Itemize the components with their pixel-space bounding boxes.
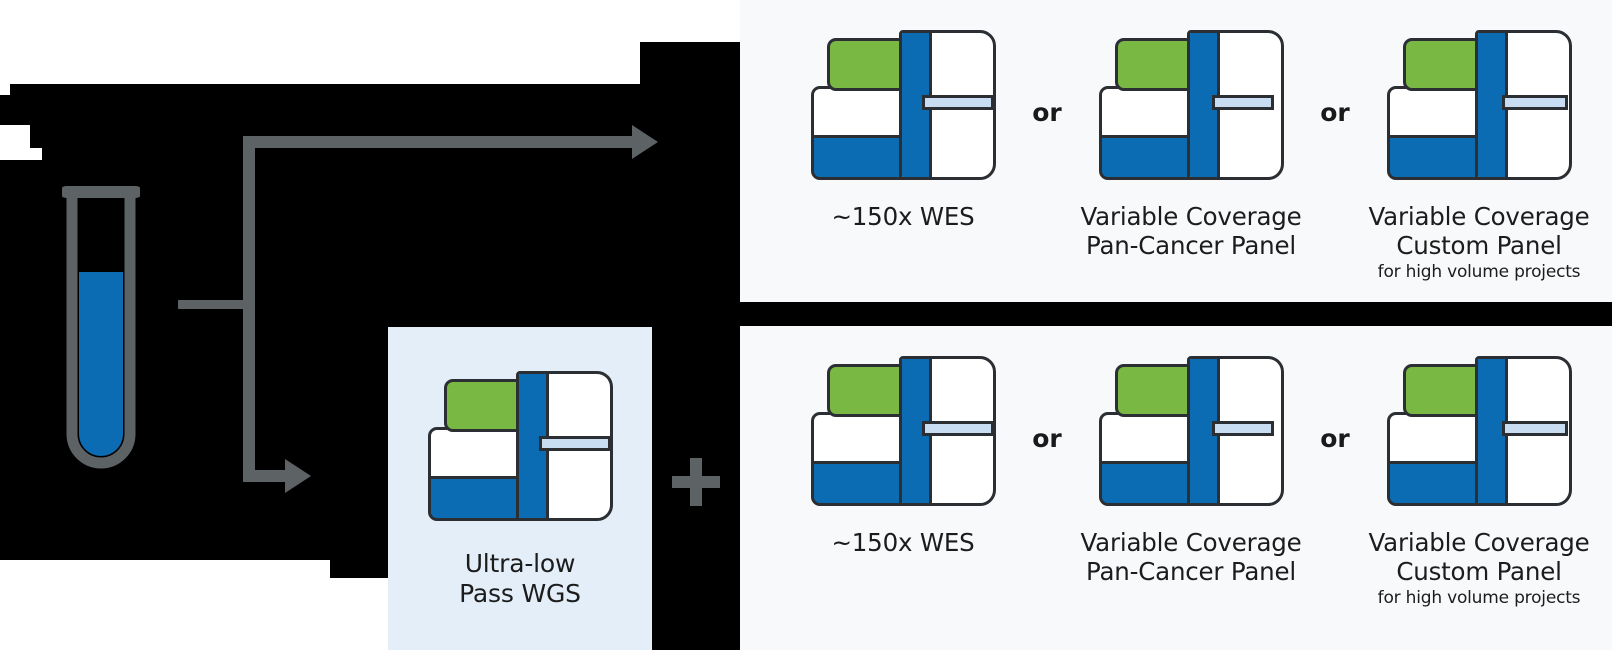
option-label: ~150x WES (831, 202, 974, 231)
sequencing-panel-icon (810, 30, 996, 180)
option-label: Variable Coverage Custom Panel for high … (1369, 202, 1590, 283)
option-label: Variable Coverage Pan-Cancer Panel (1081, 528, 1302, 587)
sequencing-panel-icon (1386, 30, 1572, 180)
arrow-right-icon (632, 125, 658, 159)
option-label-line2: Custom Panel (1396, 557, 1562, 587)
wgs-label-line1: Ultra-low (464, 549, 576, 578)
option-custom-bottom[interactable]: Variable Coverage Custom Panel for high … (1364, 356, 1594, 609)
option-wes-top[interactable]: ~150x WES (788, 30, 1018, 231)
sequencing-panel-icon (810, 356, 996, 506)
option-sublabel: for high volume projects (1377, 261, 1581, 282)
option-label-line2: Custom Panel (1396, 231, 1562, 261)
test-tube-icon (60, 182, 142, 480)
plus-icon (672, 458, 720, 506)
option-custom-top[interactable]: Variable Coverage Custom Panel for high … (1364, 30, 1594, 283)
sequencing-panel-icon (1098, 30, 1284, 180)
option-label: ~150x WES (831, 528, 974, 557)
option-label-line2: Pan-Cancer Panel (1085, 231, 1296, 261)
workflow-group (0, 0, 760, 650)
bottom-panel: ~150x WES or Variable Coverage Pan-Cance… (740, 326, 1612, 650)
connector-top-horizontal (243, 136, 638, 148)
wgs-label-line2: Pass WGS (459, 579, 581, 608)
option-wes-bottom[interactable]: ~150x WES (788, 356, 1018, 557)
option-pancancer-bottom[interactable]: Variable Coverage Pan-Cancer Panel (1076, 356, 1306, 587)
backdrop-mask (740, 300, 1612, 326)
option-pancancer-top[interactable]: Variable Coverage Pan-Cancer Panel (1076, 30, 1306, 261)
option-sublabel: for high volume projects (1377, 587, 1581, 608)
sequencing-panel-icon (1098, 356, 1284, 506)
option-label-line1: Variable Coverage (1080, 528, 1302, 557)
or-separator: or (1320, 424, 1350, 453)
option-label: Variable Coverage Pan-Cancer Panel (1081, 202, 1302, 261)
option-label-line1: Variable Coverage (1080, 202, 1302, 231)
wgs-card-label: Ultra-low Pass WGS (459, 549, 581, 609)
backdrop-mask (42, 143, 702, 165)
option-label-line2: Pan-Cancer Panel (1085, 557, 1296, 587)
sequencing-panel-icon (1386, 356, 1572, 506)
top-panel: ~150x WES or Variable Coverage Pan-Cance… (740, 0, 1612, 302)
connector-bottom-horizontal (243, 470, 291, 482)
or-separator: or (1032, 98, 1062, 127)
or-separator: or (1032, 424, 1062, 453)
backdrop-mask (696, 42, 740, 312)
or-separator: or (1320, 98, 1350, 127)
option-label-line1: ~150x WES (831, 202, 975, 231)
sequencing-panel-icon (427, 371, 613, 521)
option-label-line1: ~150x WES (831, 528, 975, 557)
arrow-right-icon (285, 459, 311, 493)
connector-vertical (243, 136, 255, 482)
option-label-line1: Variable Coverage (1368, 202, 1590, 231)
connector-stub (178, 300, 250, 309)
option-label: Variable Coverage Custom Panel for high … (1369, 528, 1590, 609)
option-label-line1: Variable Coverage (1368, 528, 1590, 557)
wgs-option-card[interactable]: Ultra-low Pass WGS (388, 327, 652, 650)
